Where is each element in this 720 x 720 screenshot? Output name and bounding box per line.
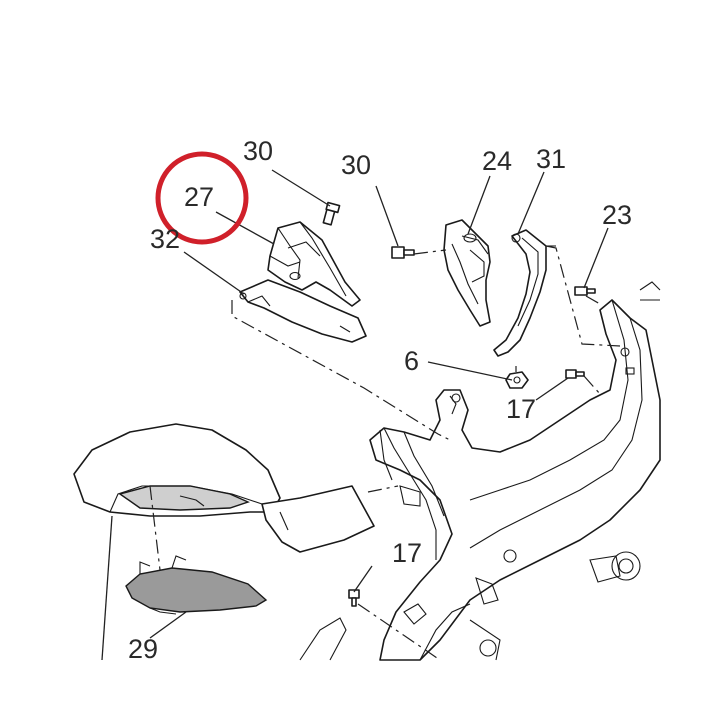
bracket-27-part-icon[interactable] bbox=[267, 221, 361, 307]
assembly-line-3 bbox=[545, 245, 621, 347]
leader-17a bbox=[535, 377, 569, 401]
mirror-part-icon[interactable] bbox=[73, 423, 375, 553]
highlight-circle bbox=[155, 151, 249, 245]
assembly-line-6 bbox=[367, 485, 399, 493]
screw-17a-icon bbox=[565, 369, 585, 379]
callout-24[interactable]: 24 bbox=[482, 146, 513, 176]
callout-6[interactable]: 6 bbox=[404, 346, 420, 376]
screw-23-icon bbox=[574, 286, 596, 296]
callout-32[interactable]: 32 bbox=[150, 224, 181, 254]
leader-32 bbox=[183, 251, 245, 295]
frame-part-icon[interactable] bbox=[299, 281, 661, 661]
assembly-line-7 bbox=[357, 603, 441, 661]
leader-6 bbox=[427, 361, 513, 381]
nut-6-icon bbox=[505, 371, 529, 389]
plate-32-part-icon[interactable] bbox=[239, 279, 367, 343]
arm-31-part-icon[interactable] bbox=[493, 229, 556, 357]
callout-23[interactable]: 23 bbox=[602, 200, 633, 230]
assembly-line-1 bbox=[231, 300, 451, 441]
leader-27 bbox=[215, 211, 275, 245]
mirror-cover-part-icon[interactable] bbox=[125, 555, 268, 615]
leader-30b bbox=[375, 185, 399, 247]
screw-30b-icon bbox=[391, 246, 415, 259]
leader-29 bbox=[149, 611, 187, 639]
callout-31[interactable]: 31 bbox=[536, 144, 567, 174]
callout-29[interactable]: 29 bbox=[128, 634, 159, 664]
screw-30a-icon bbox=[322, 201, 341, 226]
leader-31 bbox=[517, 171, 545, 235]
leader-24 bbox=[467, 175, 491, 235]
callout-17-right[interactable]: 17 bbox=[506, 394, 537, 424]
callout-30-top-center[interactable]: 30 bbox=[341, 150, 372, 180]
callout-17-lower[interactable]: 17 bbox=[392, 538, 423, 568]
screw-17b-icon bbox=[348, 589, 360, 607]
assembly-line-5 bbox=[583, 375, 601, 395]
bracket-24-part-icon[interactable] bbox=[443, 219, 491, 327]
leader-30a bbox=[271, 169, 331, 207]
leader-17b bbox=[353, 565, 373, 593]
callout-27[interactable]: 27 bbox=[184, 182, 215, 212]
callout-30-top-left[interactable]: 30 bbox=[243, 136, 274, 166]
leader-mirror bbox=[101, 515, 113, 661]
assembly-line-4 bbox=[585, 295, 601, 305]
leader-23 bbox=[583, 227, 609, 289]
assembly-line-2 bbox=[413, 249, 447, 255]
